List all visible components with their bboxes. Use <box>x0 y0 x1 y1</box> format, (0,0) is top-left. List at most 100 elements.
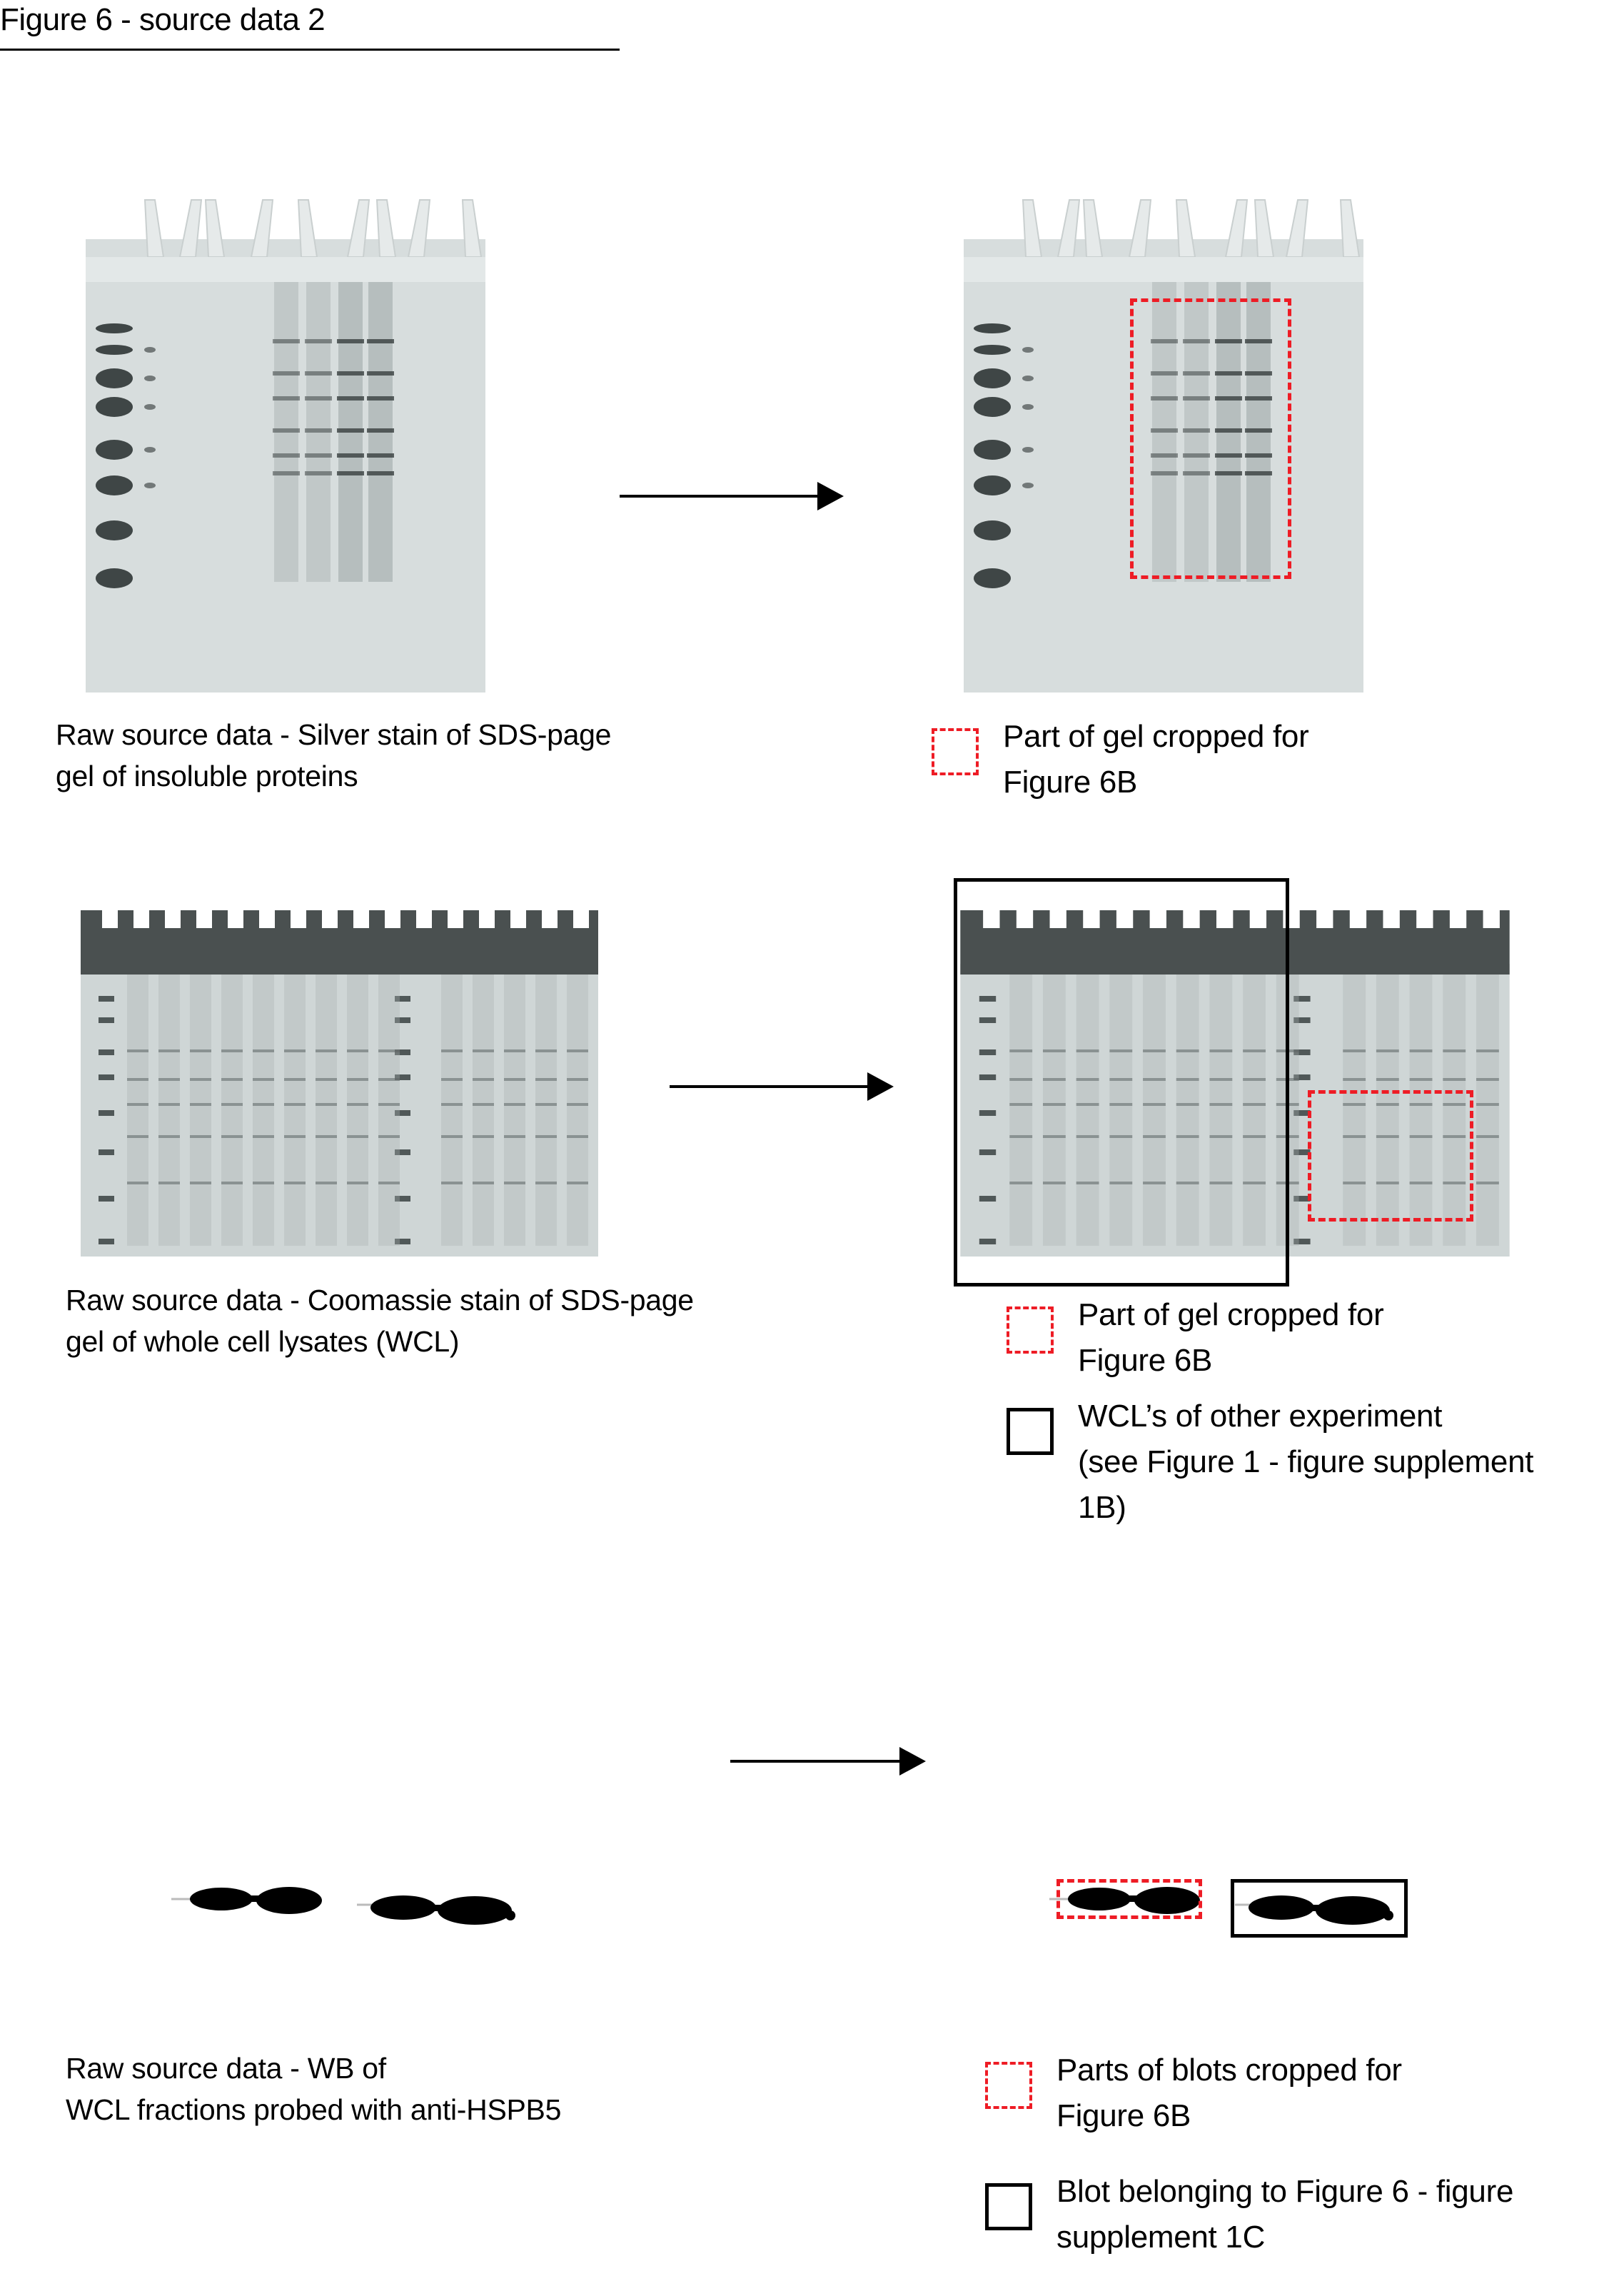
protein-band <box>473 1182 494 1184</box>
ladder-band <box>395 1149 410 1155</box>
protein-band <box>1143 1135 1166 1138</box>
protein-band <box>535 1078 557 1081</box>
well <box>1183 903 1200 928</box>
ladder-band <box>1022 376 1034 381</box>
well <box>1016 903 1034 928</box>
red-dashed-box-icon <box>932 728 979 775</box>
ladder-band <box>1293 1074 1311 1080</box>
comb-tooth <box>1339 199 1361 258</box>
ladder-band <box>144 347 156 353</box>
ladder-band <box>979 996 997 1002</box>
protein-band <box>1443 1135 1466 1138</box>
legend-line: (see Figure 1 - figure supplement <box>1078 1444 1534 1479</box>
protein-band <box>284 1182 306 1184</box>
ladder-band <box>395 1074 410 1080</box>
ladder-band <box>395 1196 410 1202</box>
sample-lane <box>1042 975 1066 1246</box>
protein-band <box>1151 396 1178 401</box>
well <box>573 903 589 928</box>
sample-lane <box>284 975 306 1246</box>
ladder-band <box>1293 1049 1311 1055</box>
protein-band <box>316 1103 337 1106</box>
well <box>322 903 338 928</box>
ladder-band <box>144 404 156 410</box>
protein-band <box>1343 1135 1366 1138</box>
ladder-band <box>974 440 1011 460</box>
ladder-band <box>979 1017 997 1023</box>
protein-band <box>1183 371 1210 376</box>
protein-band <box>441 1135 463 1138</box>
protein-band <box>567 1078 588 1081</box>
well <box>1449 903 1467 928</box>
well <box>1416 903 1433 928</box>
protein-band <box>1215 371 1242 376</box>
protein-band <box>567 1049 588 1052</box>
protein-band <box>158 1103 180 1106</box>
well <box>1349 903 1367 928</box>
silver-stain-caption: Raw source data - Silver stain of SDS-pa… <box>56 714 611 797</box>
protein-band <box>1376 1103 1399 1106</box>
red-dashed-box-icon <box>985 2062 1032 2109</box>
ladder-band <box>974 345 1011 355</box>
comb-tooth <box>1254 199 1275 258</box>
blot-band <box>1249 1895 1314 1920</box>
ladder-band <box>974 475 1011 495</box>
sample-lane <box>1376 975 1399 1246</box>
protein-band <box>1042 1049 1066 1052</box>
ladder-band <box>979 1074 997 1080</box>
ladder-band <box>99 1110 114 1116</box>
protein-band <box>253 1182 274 1184</box>
silver-stain-legend: Part of gel cropped for Figure 6B <box>932 714 1309 805</box>
western-blot-legend: Parts of blots cropped for Figure 6B Blo… <box>985 2048 1513 2260</box>
ladder-band <box>395 1239 410 1244</box>
well <box>133 903 149 928</box>
protein-band <box>378 1049 400 1052</box>
ladder-band <box>96 345 133 355</box>
caption-line: Raw source data - Silver stain of SDS-pa… <box>56 718 612 751</box>
legend-item-crop: Part of gel cropped for Figure 6B <box>932 714 1309 805</box>
sample-lane <box>1209 975 1233 1246</box>
protein-band <box>1245 471 1272 475</box>
well <box>196 903 212 928</box>
protein-band <box>1176 1135 1199 1138</box>
ladder-band <box>144 447 156 453</box>
protein-band <box>1209 1103 1233 1106</box>
western-blot-raw-image <box>157 1856 543 1942</box>
ladder-band <box>1293 1110 1311 1116</box>
protein-band <box>190 1103 211 1106</box>
protein-band <box>1076 1049 1099 1052</box>
legend-line: Part of gel cropped for <box>1078 1297 1384 1332</box>
sample-lane <box>221 975 243 1246</box>
ladder-band <box>99 1239 114 1244</box>
legend-line: Parts of blots cropped for <box>1056 2053 1402 2088</box>
sample-lane <box>1443 975 1466 1246</box>
protein-band <box>1151 339 1178 343</box>
legend-line: Part of gel cropped for <box>1003 719 1309 754</box>
legend-line: Blot belonging to Figure 6 - figure <box>1056 2174 1514 2209</box>
protein-band <box>1183 339 1210 343</box>
protein-band <box>1409 1103 1433 1106</box>
protein-band <box>347 1135 368 1138</box>
protein-band <box>1143 1103 1166 1106</box>
protein-band <box>316 1049 337 1052</box>
well <box>1149 903 1166 928</box>
supplement-blot-region <box>1231 1879 1408 1938</box>
protein-band <box>367 453 394 458</box>
protein-band <box>473 1103 494 1106</box>
protein-band <box>441 1103 463 1106</box>
well <box>510 903 526 928</box>
protein-band <box>1243 1078 1266 1081</box>
silver-gel-annotated-image <box>949 189 1378 696</box>
protein-band <box>127 1103 148 1106</box>
ladder-band <box>96 475 133 495</box>
ladder-band <box>979 1196 997 1202</box>
well <box>983 903 1000 928</box>
legend-line: Figure 6B <box>1056 2098 1191 2133</box>
protein-band <box>1042 1182 1066 1184</box>
protein-band <box>1476 1135 1499 1138</box>
well <box>448 903 463 928</box>
ladder-band <box>1293 1017 1311 1023</box>
gel-body <box>81 964 598 1257</box>
sample-lane <box>567 975 588 1246</box>
comb-tooth <box>297 199 318 258</box>
